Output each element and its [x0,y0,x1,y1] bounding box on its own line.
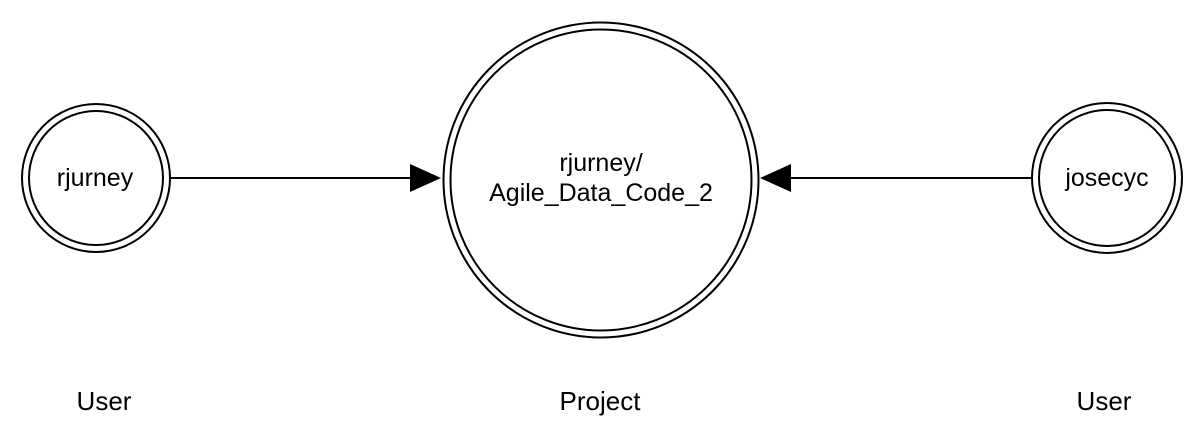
arrowhead-left-icon [760,164,791,192]
node-label: josecyc [1064,164,1148,192]
edge-right-user-to-project [760,164,1031,192]
arrowhead-right-icon [410,164,441,192]
node-inner-circle [1038,109,1176,247]
node-outer-circle [442,21,760,339]
type-label-project: Project [560,386,642,416]
node-inner-circle [449,28,753,332]
node-label: rjurney [57,164,134,192]
node-outer-circle [1031,102,1183,254]
node-user-rjurney: rjurney [21,103,171,253]
type-label-user-left: User [77,386,132,416]
node-project-agile-data-code-2: rjurney/ Agile_Data_Code_2 [442,21,760,339]
node-label-line2: Agile_Data_Code_2 [489,179,713,207]
node-label-line1: rjurney/ [559,149,642,177]
node-inner-circle [28,110,164,246]
edge-left-user-to-project [171,164,441,192]
node-user-josecyc: josecyc [1031,102,1183,254]
node-outer-circle [21,103,171,253]
type-label-user-right: User [1077,386,1132,416]
